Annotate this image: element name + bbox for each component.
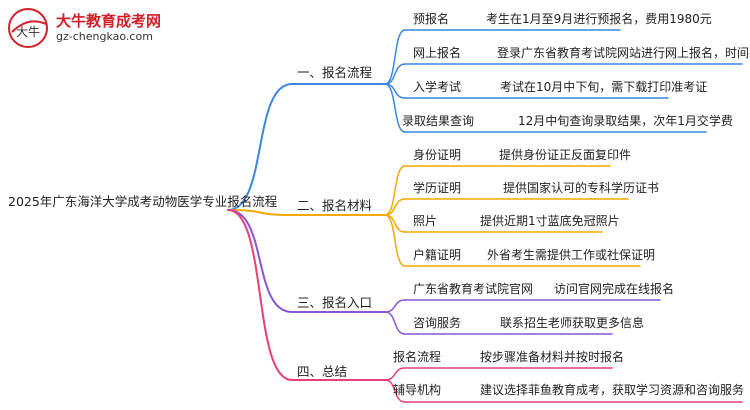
leaf-desc: 建议选择菲鱼教育成考，获取学习资源和咨询服务 <box>480 382 744 397</box>
leaf-desc: 考生在1月至9月进行预报名，费用1980元 <box>486 11 712 26</box>
root-topic: 2025年广东海洋大学成考动物医学专业报名流程 <box>8 194 278 209</box>
logo-url: gz-chengkao.com <box>56 30 153 43</box>
leaf-connector <box>384 29 406 85</box>
branch-connector <box>227 83 293 211</box>
leaf-connector <box>384 165 406 216</box>
leaf-desc: 按步骤准备材料并按时报名 <box>480 349 624 364</box>
branch-1-items: 身份证明 提供身份证正反面复印件 学历证明 提供国家认可的专科学历证书 照片 提… <box>413 147 659 262</box>
leaf-desc: 联系招生老师获取更多信息 <box>500 315 644 330</box>
leaf-desc: 登录广东省教育考试院网站进行网上报名，时间在9月中旬 <box>497 45 750 60</box>
leaf-connector <box>384 214 406 233</box>
leaf-connector <box>384 63 406 85</box>
branch-registration-process[interactable]: 一、报名流程 <box>297 65 373 80</box>
leaf-name[interactable]: 身份证明 <box>413 147 461 162</box>
leaf-name[interactable]: 报名流程 <box>393 349 441 364</box>
leaf-name[interactable]: 录取结果查询 <box>402 114 474 128</box>
branch-connector <box>227 209 293 381</box>
leaf-name[interactable]: 学历证明 <box>413 180 461 195</box>
branch-2-items: 广东省教育考试院官网 访问官网完成在线报名 咨询服务 联系招生老师获取更多信息 <box>413 281 674 330</box>
leaf-desc: 提供身份证正反面复印件 <box>499 147 631 162</box>
leaf-name[interactable]: 咨询服务 <box>413 315 461 330</box>
leaf-connector <box>384 299 406 313</box>
leaf-name[interactable]: 入学考试 <box>413 79 461 94</box>
logo-mark-text: 大牛 <box>16 24 40 39</box>
leaf-name[interactable]: 网上报名 <box>413 45 461 60</box>
logo-mark-icon: 大牛 <box>8 8 48 48</box>
leaf-name[interactable]: 户籍证明 <box>413 247 461 262</box>
branch-3-items: 报名流程 按步骤准备材料并按时报名 辅导机构 建议选择菲鱼教育成考，获取学习资源… <box>393 349 744 397</box>
branch-connector <box>227 209 293 216</box>
leaf-connector <box>384 367 406 381</box>
leaf-desc: 提供近期1寸蓝底免冠照片 <box>480 213 620 228</box>
leaf-name[interactable]: 辅导机构 <box>393 382 441 397</box>
branch-registration-entry[interactable]: 三、报名入口 <box>297 295 372 310</box>
leaf-desc: 外省考生需提供工作或社保证明 <box>487 247 655 262</box>
branch-connector <box>227 209 293 313</box>
leaf-desc: 考试在10月中下旬，需下载打印准考证 <box>500 79 707 94</box>
leaf-name[interactable]: 广东省教育考试院官网 <box>413 281 533 296</box>
leaf-name[interactable]: 预报名 <box>413 11 449 26</box>
leaf-connector <box>384 83 406 133</box>
leaf-connector <box>384 311 406 335</box>
branch-0-items: 预报名 考生在1月至9月进行预报名，费用1980元 网上报名 登录广东省教育考试… <box>402 11 750 128</box>
branch-registration-materials[interactable]: 二、报名材料 <box>297 198 373 213</box>
leaf-connector <box>384 379 406 403</box>
logo-title: 大牛教育成考网 <box>56 12 162 30</box>
leaf-connector <box>384 214 406 267</box>
leaf-name[interactable]: 照片 <box>413 214 437 228</box>
leaf-connector <box>384 198 406 216</box>
leaf-desc: 12月中旬查询录取结果，次年1月交学费 <box>518 113 733 128</box>
branch-summary[interactable]: 四、总结 <box>297 364 347 379</box>
leaf-desc: 访问官网完成在线报名 <box>554 281 674 296</box>
site-logo[interactable]: 大牛 大牛教育成考网 gz-chengkao.com <box>6 6 176 52</box>
leaf-desc: 提供国家认可的专科学历证书 <box>503 180 659 195</box>
